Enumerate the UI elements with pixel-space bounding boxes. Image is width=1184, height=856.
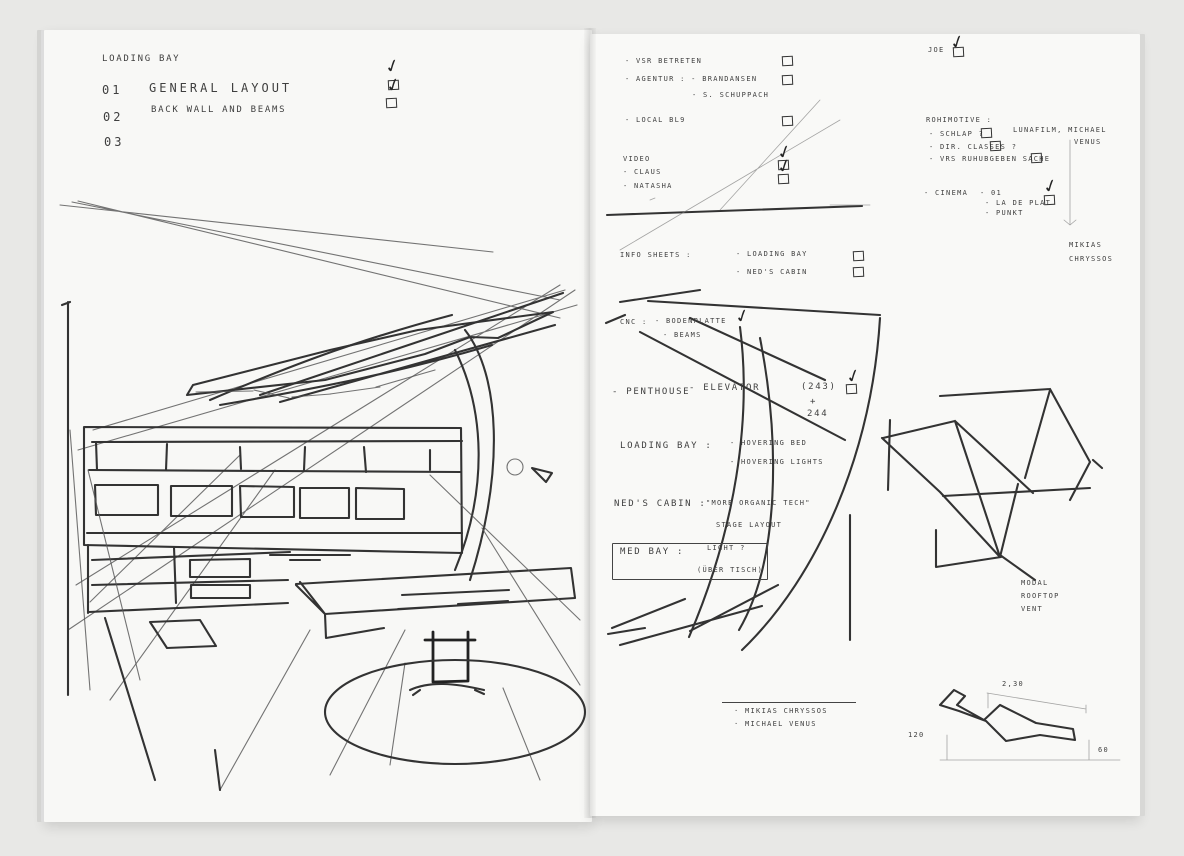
names-divider-line: [722, 702, 856, 703]
penthouse-number-1: (243): [801, 382, 837, 392]
rohimotive-line-1: - SCHLAP ?: [929, 130, 985, 138]
right-top-line-3: - S. SCHUPPACH: [692, 91, 770, 99]
rohimotive-line-3: - VRS RUHUBGEBEN SACHE: [929, 155, 1051, 163]
left-item-number-01: 01: [102, 83, 123, 97]
neds-cabin-item-1: "MORE ORGANIC TECH": [706, 499, 811, 507]
checkbox-icon: [980, 127, 993, 139]
penthouse-elevator: - ELEVATOR: [689, 383, 761, 393]
rohimotive-line-2: - DIR. CLASSES ?: [929, 143, 1018, 151]
info-sheets-label: INFO SHEETS :: [620, 251, 692, 259]
right-top-line-2: - AGENTUR : - BRANDANSEN: [625, 75, 758, 83]
modal-rooftop-vent-line-3: VENT: [1021, 605, 1044, 613]
cinema-line-1: - 01: [980, 189, 1003, 197]
right-top-line-4: - LOCAL BL9: [625, 116, 686, 124]
info-sheets-item-1: - LOADING BAY: [736, 250, 808, 258]
med-bay-item-2: (ÜBER TISCH): [697, 566, 764, 574]
bottom-name-2: · MICHAEL VENUS: [734, 720, 817, 728]
right-page: [590, 34, 1140, 816]
artist-name-line-2: CHRYSSOS: [1069, 255, 1114, 263]
rohimotive-credit-2: VENUS: [1074, 138, 1102, 146]
info-sheets-item-2: - NED'S CABIN: [736, 268, 808, 276]
left-item-label-02: BACK WALL AND BEAMS: [151, 105, 287, 115]
dimension-left: 120: [908, 731, 925, 739]
cnc-item-2: - BEAMS: [663, 331, 702, 339]
left-page-title: LOADING BAY: [102, 54, 181, 64]
left-perspective-sketch: [59, 200, 587, 792]
left-item-number-03: 03: [104, 135, 125, 149]
checkbox-icon: [852, 266, 865, 278]
checkbox-icon: [852, 250, 865, 262]
cinema-title: - CINEMA: [924, 189, 969, 197]
video-title: VIDEO: [623, 155, 651, 163]
modal-rooftop-vent-line-1: MODAL: [1021, 579, 1049, 587]
penthouse-number-2: 244: [807, 409, 829, 419]
med-bay-boxed-note: [612, 543, 768, 580]
cinema-line-3: - PUNKT: [985, 209, 1024, 217]
left-page: [44, 30, 592, 822]
checkbox-icon: [781, 55, 794, 67]
cnc-item-1: - BODENPLATTE: [655, 317, 727, 325]
loading-bay-note-item-1: - HOVERING BED: [730, 439, 808, 447]
penthouse-label: - PENTHOUSE: [612, 387, 691, 397]
book-gutter: [584, 28, 596, 818]
checkbox-icon: [385, 97, 398, 109]
bottom-name-1: · MIKIAS CHRYSSOS: [734, 707, 828, 715]
video-item-2: - NATASHA: [623, 182, 673, 190]
rohimotive-title: ROHIMOTIVE :: [926, 116, 993, 124]
modal-rooftop-vent-line-2: ROOFTOP: [1021, 592, 1060, 600]
med-bay-item-1: LIGHT ?: [707, 544, 746, 552]
checkbox-icon: [781, 115, 794, 127]
left-item-label-01: GENERAL LAYOUT: [149, 81, 293, 95]
checkbox-icon: [989, 140, 1002, 152]
loading-bay-note-label: LOADING BAY :: [620, 441, 713, 451]
checkbox-icon: [781, 74, 794, 86]
artist-name-line-1: MIKIAS: [1069, 241, 1103, 249]
left-item-number-02: 02: [103, 110, 124, 124]
penthouse-plus: +: [810, 397, 818, 407]
cinema-line-2: - LA DE PLAT: [985, 199, 1052, 207]
joe-label: JOE: [928, 46, 945, 54]
neds-cabin-item-2: STAGE LAYOUT: [716, 521, 783, 529]
checkbox-icon: [1030, 152, 1043, 164]
rohimotive-credit-1: LUNAFILM, MICHAEL: [1013, 126, 1107, 134]
right-top-line-1: - VSR BETRETEN: [625, 57, 703, 65]
right-page-sketch: [604, 99, 1121, 761]
dimension-top: 2,30: [1002, 680, 1025, 688]
med-bay-label: MED BAY :: [620, 547, 685, 557]
loading-bay-note-item-2: - HOVERING LIGHTS: [730, 458, 824, 466]
video-item-1: - CLAUS: [623, 168, 662, 176]
neds-cabin-label: NED'S CABIN :: [614, 499, 707, 509]
cnc-label: CNC :: [620, 318, 648, 326]
dimension-right: 60: [1098, 746, 1110, 754]
